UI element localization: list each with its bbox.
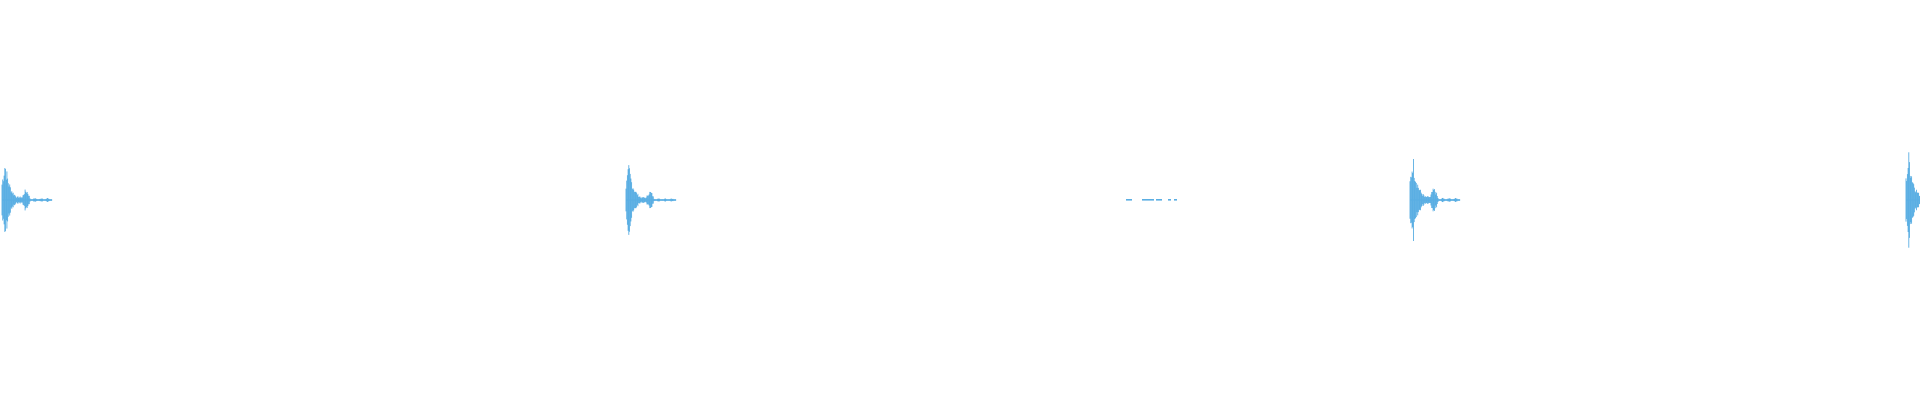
- waveform-burst-1: [1, 168, 53, 232]
- waveform-sample: [1126, 199, 1132, 201]
- waveform-sample: [1156, 199, 1162, 201]
- waveform-burst-3: [1126, 199, 1177, 201]
- waveform-sample: [1174, 199, 1177, 201]
- waveform-sample: [1168, 199, 1171, 201]
- waveform-sample: [1142, 199, 1150, 201]
- waveform-burst-2: [625, 165, 677, 235]
- waveform-burst-4: [1409, 159, 1461, 241]
- waveform-sample: [1150, 199, 1154, 201]
- waveform-bursts: [1, 152, 1920, 248]
- waveform-burst-5: [1905, 152, 1920, 248]
